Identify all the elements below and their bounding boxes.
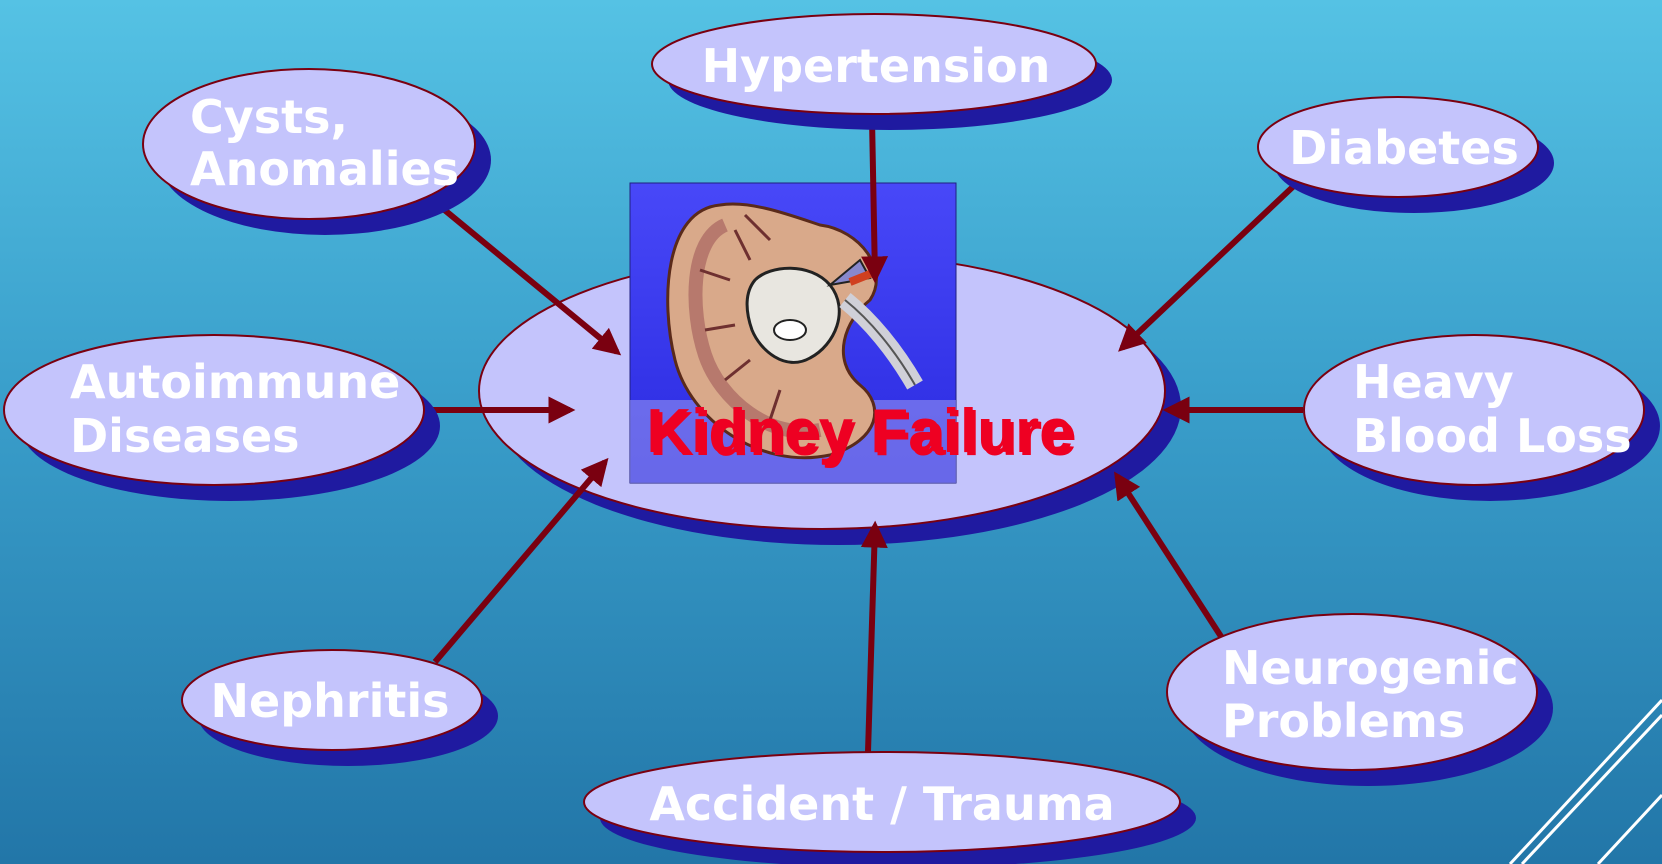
arrow-nephritis — [435, 462, 605, 662]
arrow-neurogenic — [1117, 476, 1222, 638]
cause-hypertension: Hypertension — [652, 14, 1112, 130]
cause-neurogenic: Neurogenic Problems — [1167, 614, 1553, 786]
cause-label: Nephritis — [211, 674, 450, 728]
cause-label: Blood Loss — [1353, 409, 1632, 463]
arrow-trauma — [868, 526, 875, 752]
cause-label: Autoimmune — [70, 355, 400, 409]
arrow-diabetes — [1122, 182, 1298, 348]
cause-label: Heavy — [1353, 355, 1514, 409]
center-title: Kidney Failure — [646, 397, 1073, 466]
cause-label: Diabetes — [1289, 121, 1519, 175]
cause-accident-trauma: Accident / Trauma — [584, 752, 1196, 864]
arrow-hypertension — [872, 118, 875, 278]
cause-label: Accident / Trauma — [649, 777, 1114, 831]
cause-nephritis: Nephritis — [182, 650, 498, 766]
cause-heavy-blood-loss: Heavy Blood Loss — [1304, 335, 1660, 501]
cause-label: Diseases — [70, 409, 300, 463]
cause-label: Problems — [1222, 694, 1465, 748]
cause-autoimmune: Autoimmune Diseases — [4, 335, 440, 501]
cause-label: Anomalies — [190, 142, 459, 196]
cause-diabetes: Diabetes — [1258, 97, 1554, 213]
cause-label: Hypertension — [702, 39, 1051, 93]
cause-cysts-anomalies: Cysts, Anomalies — [143, 69, 491, 235]
cause-label: Cysts, — [190, 90, 348, 144]
cause-label: Neurogenic — [1222, 641, 1519, 695]
